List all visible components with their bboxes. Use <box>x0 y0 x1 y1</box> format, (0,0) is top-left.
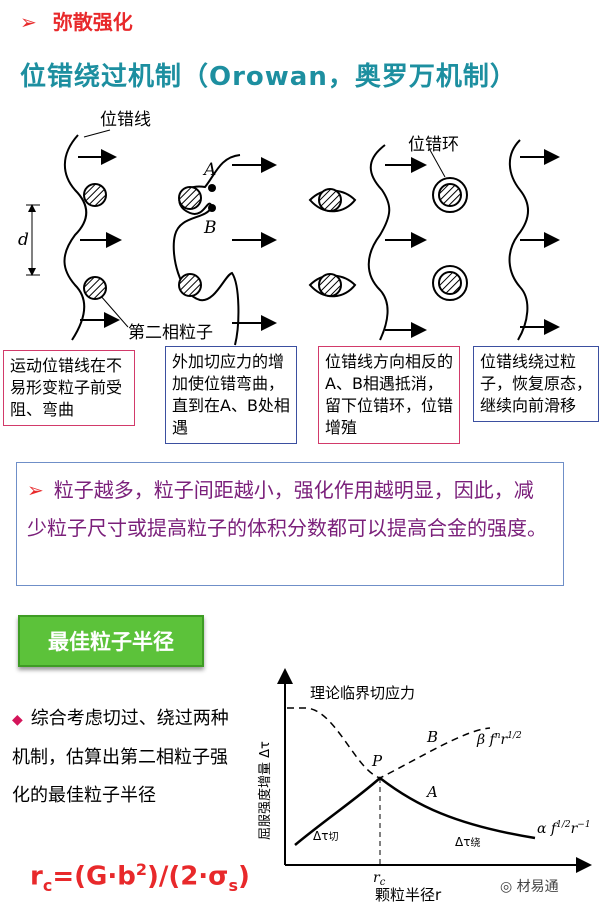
x-axis-label: 颗粒半径r <box>375 886 442 904</box>
caption-stage-2: 外加切应力的增加使位错弯曲，直到在A、B处相遇 <box>165 346 297 444</box>
curve-a <box>294 776 536 846</box>
rc-label: rc <box>373 870 386 888</box>
theory-label: 理论临界切应力 <box>310 684 415 702</box>
label-spacing: d <box>18 230 29 250</box>
beta-formula: β fnr1/2 <box>476 731 522 748</box>
y-axis-label: 屈服强度增量 Δτ <box>257 741 273 840</box>
alpha-formula: α f1/2r−1 <box>537 820 591 837</box>
optimal-radius-badge: 最佳粒子半径 <box>18 615 204 667</box>
curve-b <box>287 707 491 779</box>
arrow-bullet-icon: ➢ <box>20 10 37 34</box>
watermark: ◎ 材易通 <box>500 879 559 895</box>
mechanism-title: 位错绕过机制（Orowan，奥罗万机制） <box>20 62 517 92</box>
optimal-radius-formula: rc=(G·b2)/(2·σs) <box>30 860 250 895</box>
label-b: B <box>203 218 217 238</box>
wechat-icon: ◎ <box>500 879 517 895</box>
label-loop: 位错环 <box>408 135 459 155</box>
diamond-bullet-icon: ◆ <box>12 712 23 728</box>
a-label: A <box>425 783 438 801</box>
label-a: A <box>202 160 216 180</box>
caption-stage-3: 位错线方向相反的A、B相遇抵消，留下位错环，位错增殖 <box>318 346 460 444</box>
bypass-label: Δτ绕 <box>455 835 480 849</box>
cut-label: Δτ切 <box>313 829 338 843</box>
caption-stage-1: 运动位错线在不易形变粒子前受阻、弯曲 <box>3 350 135 426</box>
section-title: ➢弥散强化 <box>20 10 133 34</box>
summary-text: ◆综合考虑切过、绕过两种机制，估算出第二相粒子强化的最佳粒子半径 <box>12 708 229 806</box>
strength-vs-radius-chart: 理论临界切应力 B A P rc Δτ切 Δτ绕 β fnr1/2 α f1/2… <box>257 668 592 904</box>
arrow-bullet-icon: ➢ <box>27 478 44 502</box>
label-dislocation-line: 位错线 <box>100 110 151 130</box>
strengthening-note: ➢粒子越多，粒子间距越小，强化作用越明显，因此，减少粒子尺寸或提高粒子的体积分数… <box>16 462 564 586</box>
p-label: P <box>371 752 383 770</box>
orowan-diagram: 位错线 d A B 位错环 第二相粒子 <box>18 110 560 346</box>
label-particle: 第二相粒子 <box>128 323 213 343</box>
b-label: B <box>426 728 438 746</box>
caption-stage-4: 位错线绕过粒子，恢复原态，继续向前滑移 <box>473 346 599 422</box>
